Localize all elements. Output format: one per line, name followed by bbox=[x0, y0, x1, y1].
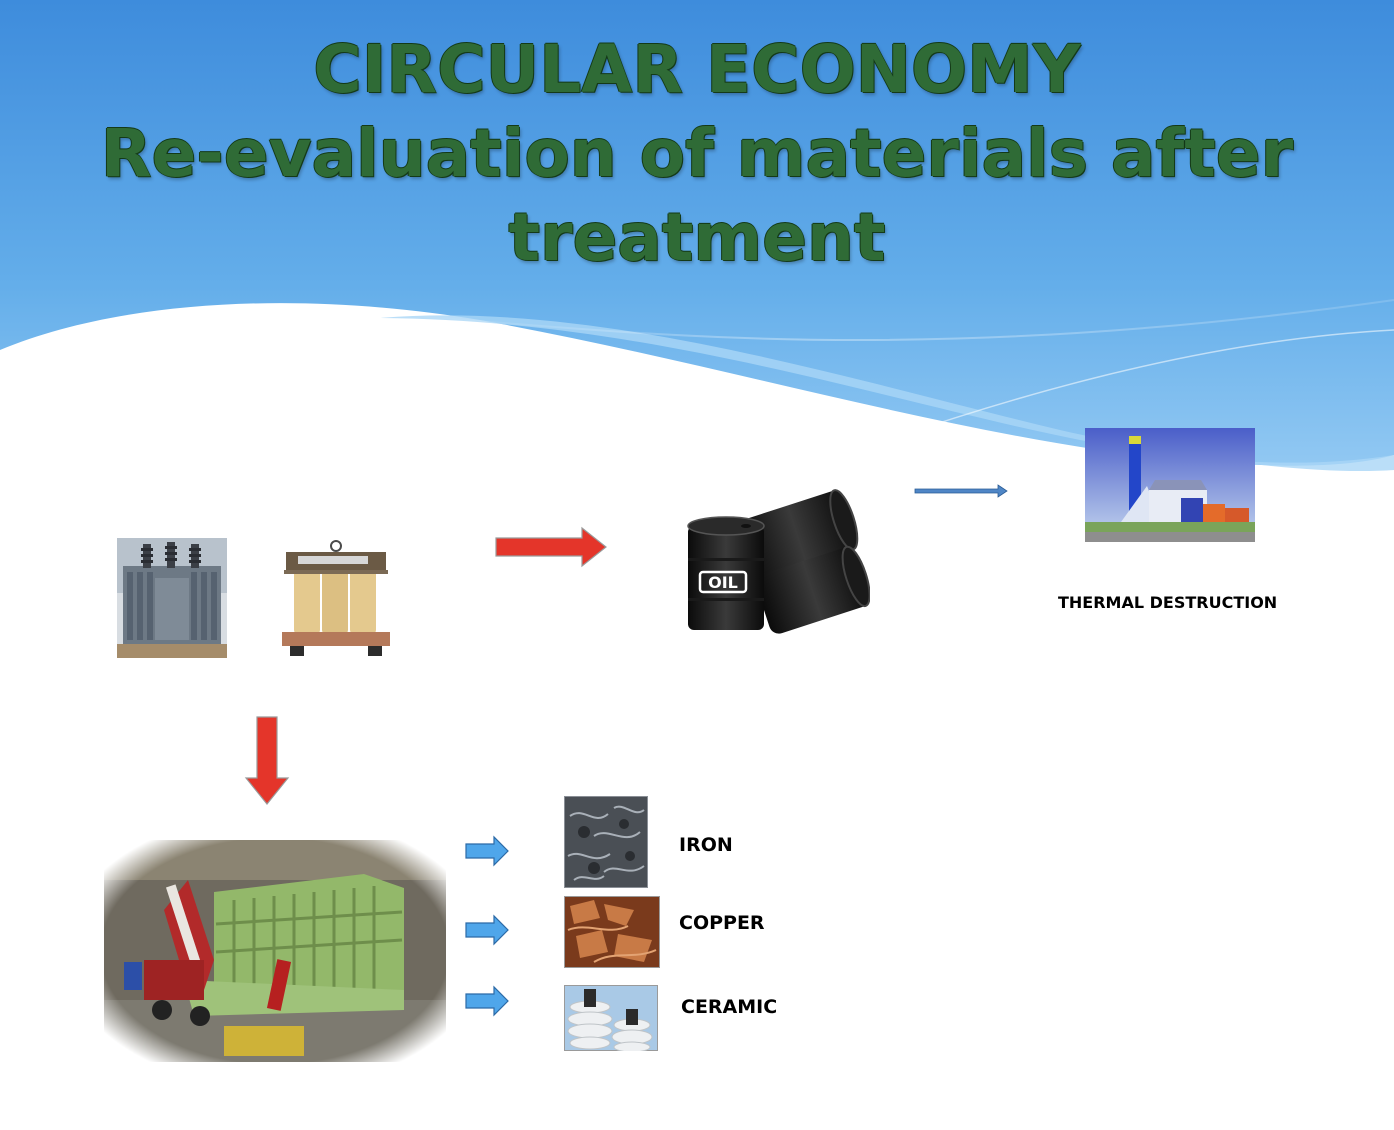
arrow-right-blue-iron bbox=[465, 835, 509, 867]
title-line-3: treatment bbox=[508, 199, 886, 276]
oil-transformer-photo bbox=[117, 538, 227, 658]
ceramic-insulator-photo bbox=[564, 985, 658, 1051]
incineration-plant-photo bbox=[1085, 428, 1255, 542]
material-label-copper: COPPER bbox=[679, 912, 765, 934]
arrow-right-red bbox=[495, 526, 607, 568]
arrow-right-blue-copper bbox=[465, 914, 509, 946]
copper-scrap-photo bbox=[564, 896, 660, 968]
arrow-right-blue-ceramic bbox=[465, 985, 509, 1017]
arrow-down-red bbox=[244, 716, 290, 805]
title-line-2: Re-evaluation of materials after bbox=[100, 115, 1294, 192]
slide-title: CIRCULAR ECONOMY Re-evaluation of materi… bbox=[0, 28, 1394, 280]
thermal-destruction-label: THERMAL DESTRUCTION bbox=[1058, 593, 1278, 612]
dry-transformer-photo bbox=[278, 540, 392, 658]
oil-barrels-photo: OIL bbox=[687, 489, 870, 634]
iron-scrap-photo bbox=[564, 796, 648, 888]
material-label-iron: IRON bbox=[679, 834, 733, 856]
oil-barrel-label: OIL bbox=[708, 573, 738, 592]
title-line-1: CIRCULAR ECONOMY bbox=[313, 31, 1081, 108]
arrow-right-blue-thin bbox=[914, 484, 1008, 498]
dismantling-machine-photo bbox=[104, 840, 446, 1062]
material-label-ceramic: CERAMIC bbox=[681, 996, 778, 1018]
